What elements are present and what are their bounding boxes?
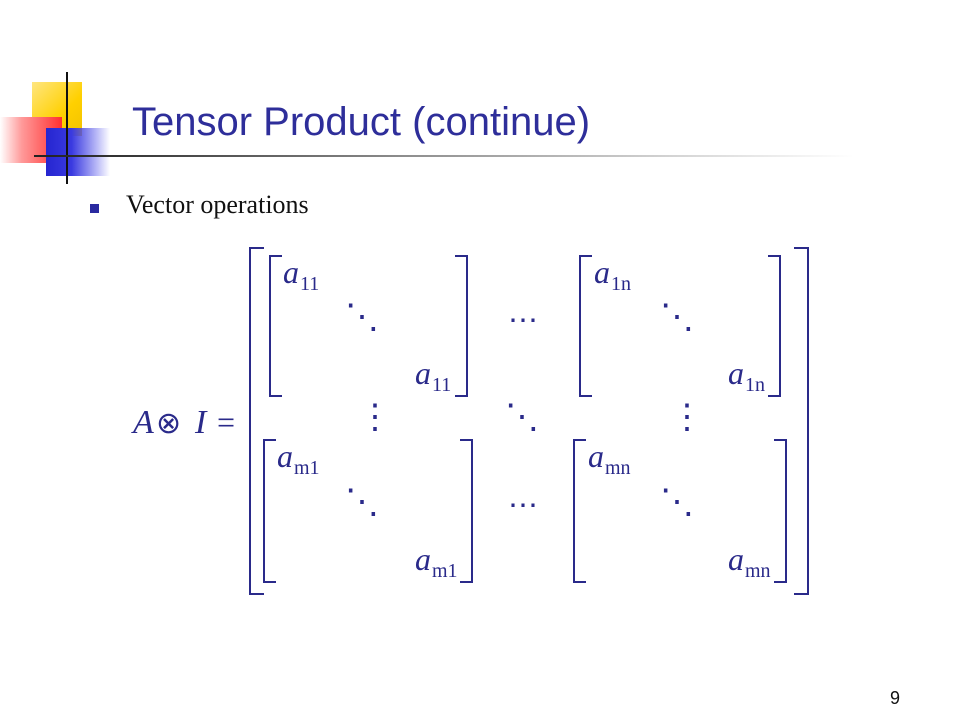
block-tr-ddots: ⋱ <box>660 299 694 336</box>
block-br-right-bracket <box>774 439 787 583</box>
lhs-otimes: ⊗ <box>156 407 181 440</box>
decor-blue-square <box>46 128 110 176</box>
block-bl-a: a <box>277 438 293 474</box>
block-tr-a: a <box>594 254 610 290</box>
slide-title: Tensor Product (continue) <box>132 100 591 144</box>
block-tl-right-bracket <box>455 255 468 397</box>
block-br-left-bracket <box>573 439 586 583</box>
page-number: 9 <box>890 688 901 708</box>
middle-left-vdots: ⋮ <box>358 399 392 436</box>
matrix-brackets <box>249 247 809 595</box>
decor-vertical-line <box>66 72 68 184</box>
block-bl-left-bracket <box>263 439 276 583</box>
middle-right-vdots: ⋮ <box>670 399 704 436</box>
block-tr-a-diag: a <box>728 355 744 391</box>
block-br-a: a <box>588 438 604 474</box>
outer-right-bracket <box>794 247 809 595</box>
outer-left-bracket <box>249 247 264 595</box>
lhs-equals: = <box>217 404 235 440</box>
block-tl-sub-diag: 11 <box>432 374 451 396</box>
block-br-a-diag: a <box>728 541 744 577</box>
bottom-hdots: ⋯ <box>508 489 538 522</box>
block-tr-right-bracket <box>768 255 781 397</box>
block-tl-a: a <box>283 254 299 290</box>
bullet-square-icon <box>90 204 99 213</box>
block-tl-ddots: ⋱ <box>345 299 379 336</box>
block-bl-right-bracket <box>460 439 473 583</box>
block-tr-left-bracket <box>579 255 592 397</box>
block-bl-sub: m1 <box>294 457 320 479</box>
block-bl-ddots: ⋱ <box>345 484 379 521</box>
lhs-A: A <box>131 404 154 441</box>
block-tl-left-bracket <box>269 255 282 397</box>
block-bl-sub-diag: m1 <box>432 560 458 582</box>
middle-center-ddots: ⋱ <box>505 399 539 436</box>
block-br-sub-diag: mn <box>745 560 771 582</box>
block-tl-sub: 11 <box>300 273 319 295</box>
bullet-text: Vector operations <box>126 190 309 219</box>
block-bl-a-diag: a <box>415 541 431 577</box>
top-hdots: ⋯ <box>508 304 538 337</box>
block-br-sub: mn <box>605 457 631 479</box>
block-br-ddots: ⋱ <box>660 484 694 521</box>
block-tr-sub-diag: 1n <box>745 374 765 396</box>
block-tr-sub: 1n <box>611 273 631 295</box>
block-tl-a-diag: a <box>415 355 431 391</box>
lhs-I: I <box>194 404 208 441</box>
title-underline <box>34 155 854 157</box>
